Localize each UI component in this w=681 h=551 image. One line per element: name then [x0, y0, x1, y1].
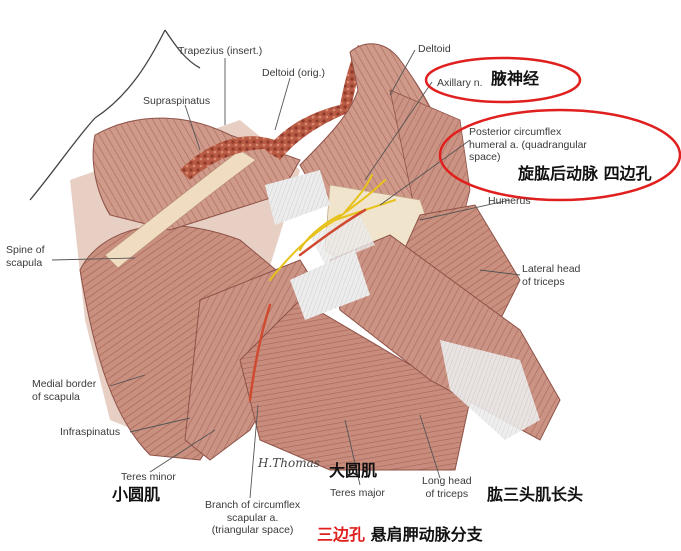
label-infraspinatus: Infraspinatus: [60, 426, 121, 438]
label-spine-of-scapula: Spine of scapula: [6, 244, 45, 269]
annotation-long-head-triceps: 肱三头肌长头: [487, 485, 584, 504]
label-supraspinatus: Supraspinatus: [143, 95, 211, 107]
label-long-head: Long head of triceps: [422, 475, 472, 500]
label-posterior-circumflex: Posterior circumflex humeral a. (quadran…: [469, 126, 587, 163]
axillary-nerve: [269, 174, 396, 281]
label-teres-major: Teres major: [330, 487, 385, 499]
scapula-spine: [104, 149, 257, 269]
label-deltoid: Deltoid: [418, 43, 451, 55]
label-branch-circumflex: Branch of circumflex scapular a. (triang…: [205, 499, 301, 536]
annotation-circumflex-scapular-label: 悬肩胛动脉分支: [370, 525, 483, 544]
deltoid-origin-crust: [265, 45, 366, 160]
teres-minor-tendon: [265, 170, 330, 225]
label-teres-minor: Teres minor: [121, 471, 176, 483]
label-medial-border: Medial border of scapula: [32, 378, 97, 403]
annotation-teres-major: 大圆肌: [329, 461, 378, 480]
label-lateral-head: Lateral head of triceps: [522, 263, 581, 288]
pointer-lines: [51, 49, 521, 499]
teres-major-tendon: [290, 250, 370, 320]
annotation-humeral-artery-quadrangular: 旋肱后动脉 四边孔: [518, 164, 652, 183]
annotation-triangular-space: 三边孔 悬肩胛动脉分支: [317, 526, 483, 544]
artist-signature: H.Thomas: [258, 456, 320, 470]
annotation-triangular-space-label: 三边孔: [317, 525, 366, 544]
label-trapezius: Trapezius (insert.): [178, 45, 263, 57]
annotation-axillary-nerve: 腋神经: [491, 69, 540, 88]
axillary-nerve-circle: [424, 56, 582, 104]
body-outline: [29, 29, 201, 201]
trapezius-insertion: [180, 136, 282, 180]
mid-tendon: [310, 215, 375, 265]
label-humerus: Humerus: [488, 195, 531, 207]
annotation-teres-minor: 小圆肌: [112, 485, 161, 504]
triceps-tendon: [440, 340, 540, 440]
quadrangular-space-circle: [438, 108, 681, 202]
circumflex-artery: [248, 208, 367, 402]
label-axillary-nerve: Axillary n.: [437, 77, 483, 89]
label-deltoid-orig: Deltoid (orig.): [262, 67, 326, 79]
